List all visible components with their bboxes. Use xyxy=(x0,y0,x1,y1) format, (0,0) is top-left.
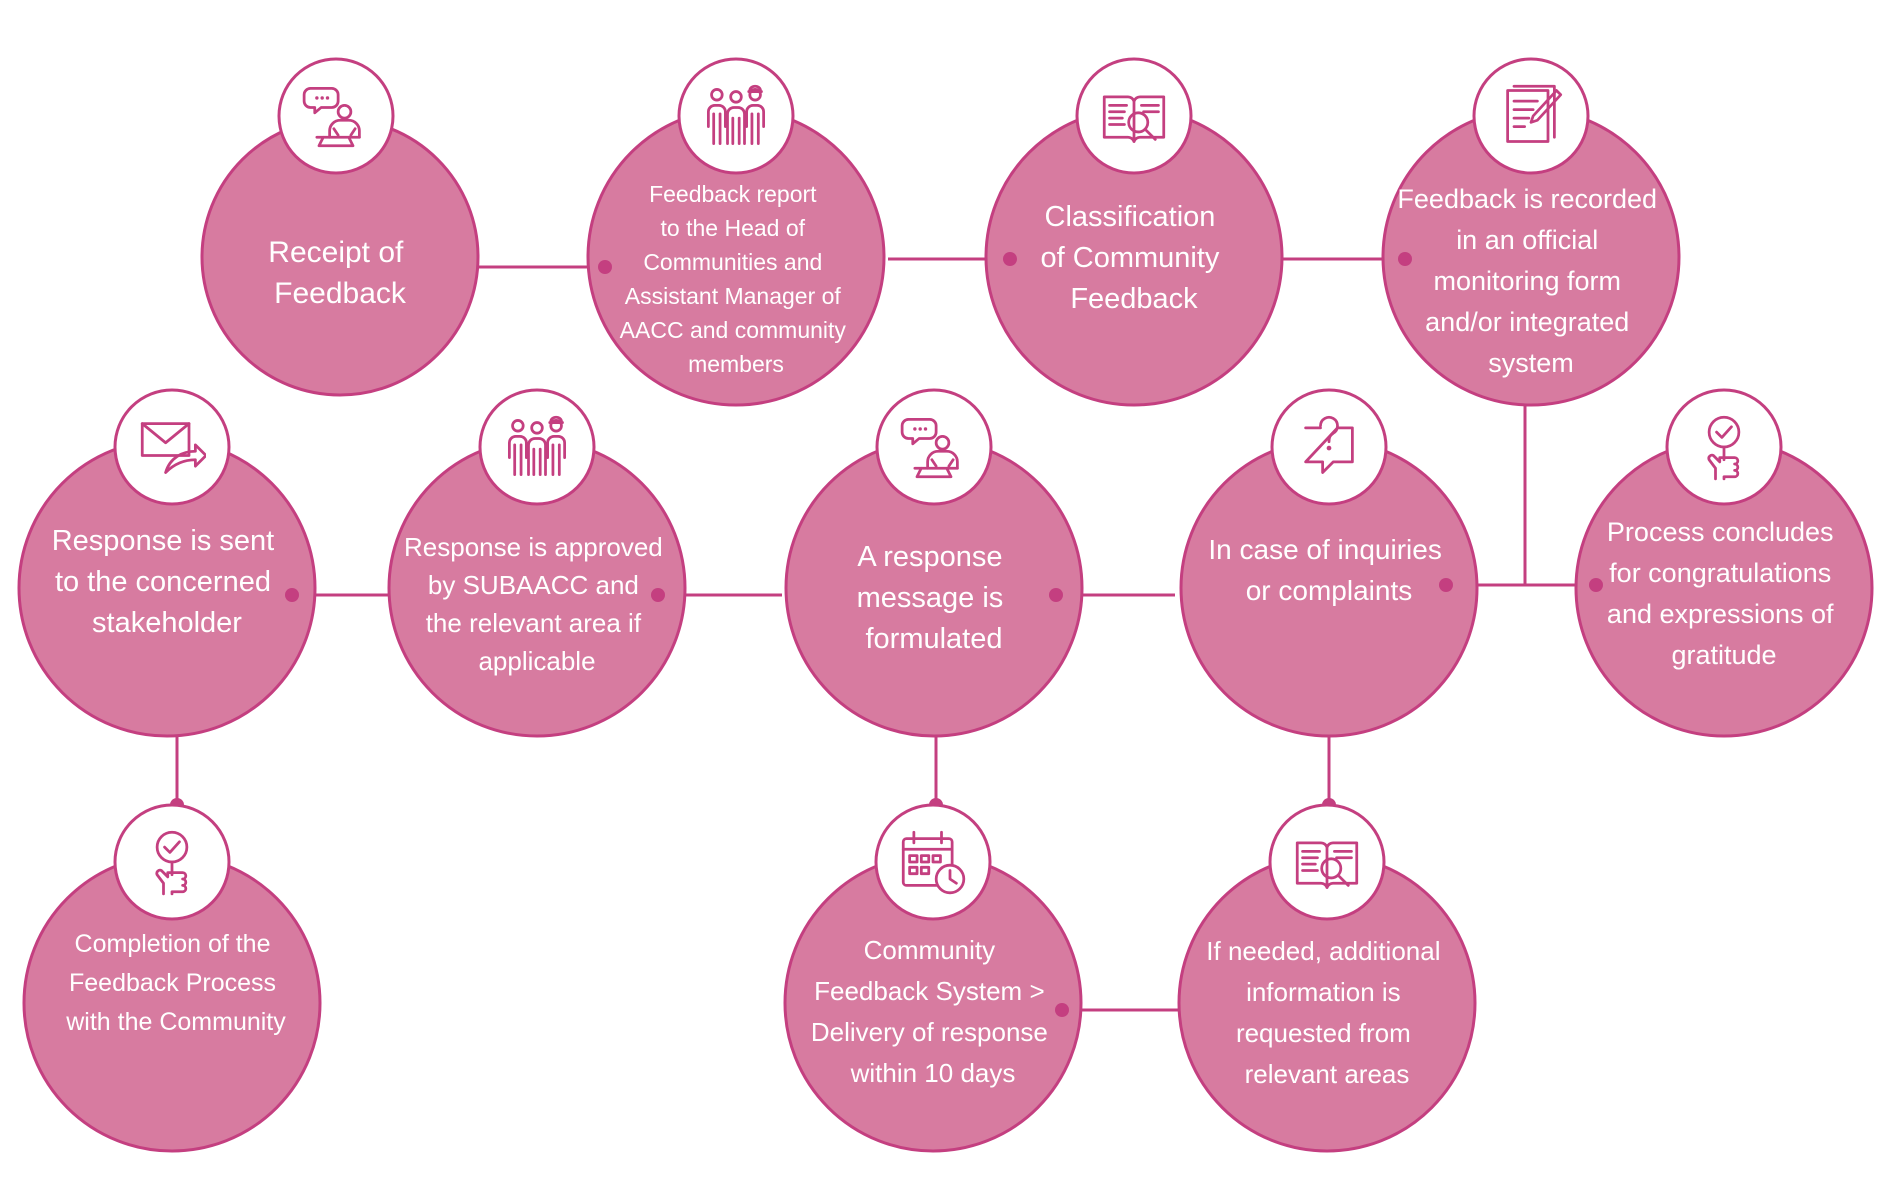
badge-completion xyxy=(113,803,231,921)
label-concludes: Process concludes for congratulations an… xyxy=(1607,517,1841,670)
badge-sent xyxy=(113,388,231,506)
dot-report-left xyxy=(598,260,612,274)
dot-classification-left xyxy=(1003,252,1017,266)
label-recorded: Feedback is recorded in an official moni… xyxy=(1397,184,1664,378)
label-formulated: A response message is formulated xyxy=(857,541,1012,655)
icon-badges xyxy=(113,57,1783,921)
badge-recorded xyxy=(1472,57,1590,175)
badge-formulated xyxy=(875,388,993,506)
label-completion: Completion of the Feedback Process with … xyxy=(65,930,286,1036)
dot-approved-right xyxy=(651,588,665,602)
label-approved: Response is approved by SUBAACC and the … xyxy=(404,532,670,676)
dot-sent-right xyxy=(285,588,299,602)
process-circles xyxy=(17,107,1874,1153)
dot-concludes-left xyxy=(1589,578,1603,592)
badge-concludes xyxy=(1665,388,1783,506)
label-sent: Response is sent to the concerned stakeh… xyxy=(52,525,283,639)
badge-receipt xyxy=(277,57,395,175)
dot-recorded-left xyxy=(1398,252,1412,266)
label-classification: Classification of Community Feedback xyxy=(1041,201,1228,315)
badge-system xyxy=(874,803,992,921)
label-additional: If needed, additional information is req… xyxy=(1206,936,1447,1089)
label-inquiries: In case of inquiries or complaints xyxy=(1208,534,1449,606)
dot-inquiries-right xyxy=(1439,578,1453,592)
dot-formulated-right xyxy=(1049,588,1063,602)
badge-approved xyxy=(478,388,596,506)
badge-classification xyxy=(1075,57,1193,175)
label-system: Community Feedback System > Delivery of … xyxy=(811,935,1055,1088)
node-labels: Receipt of Feedback Feedback report to t… xyxy=(52,181,1841,1089)
dot-system-right xyxy=(1055,1003,1069,1017)
badge-inquiries xyxy=(1270,388,1388,506)
label-report: Feedback report to the Head of Communiti… xyxy=(620,181,853,377)
label-receipt: Receipt of Feedback xyxy=(268,236,411,310)
badge-additional xyxy=(1268,803,1386,921)
badge-report xyxy=(677,57,795,175)
